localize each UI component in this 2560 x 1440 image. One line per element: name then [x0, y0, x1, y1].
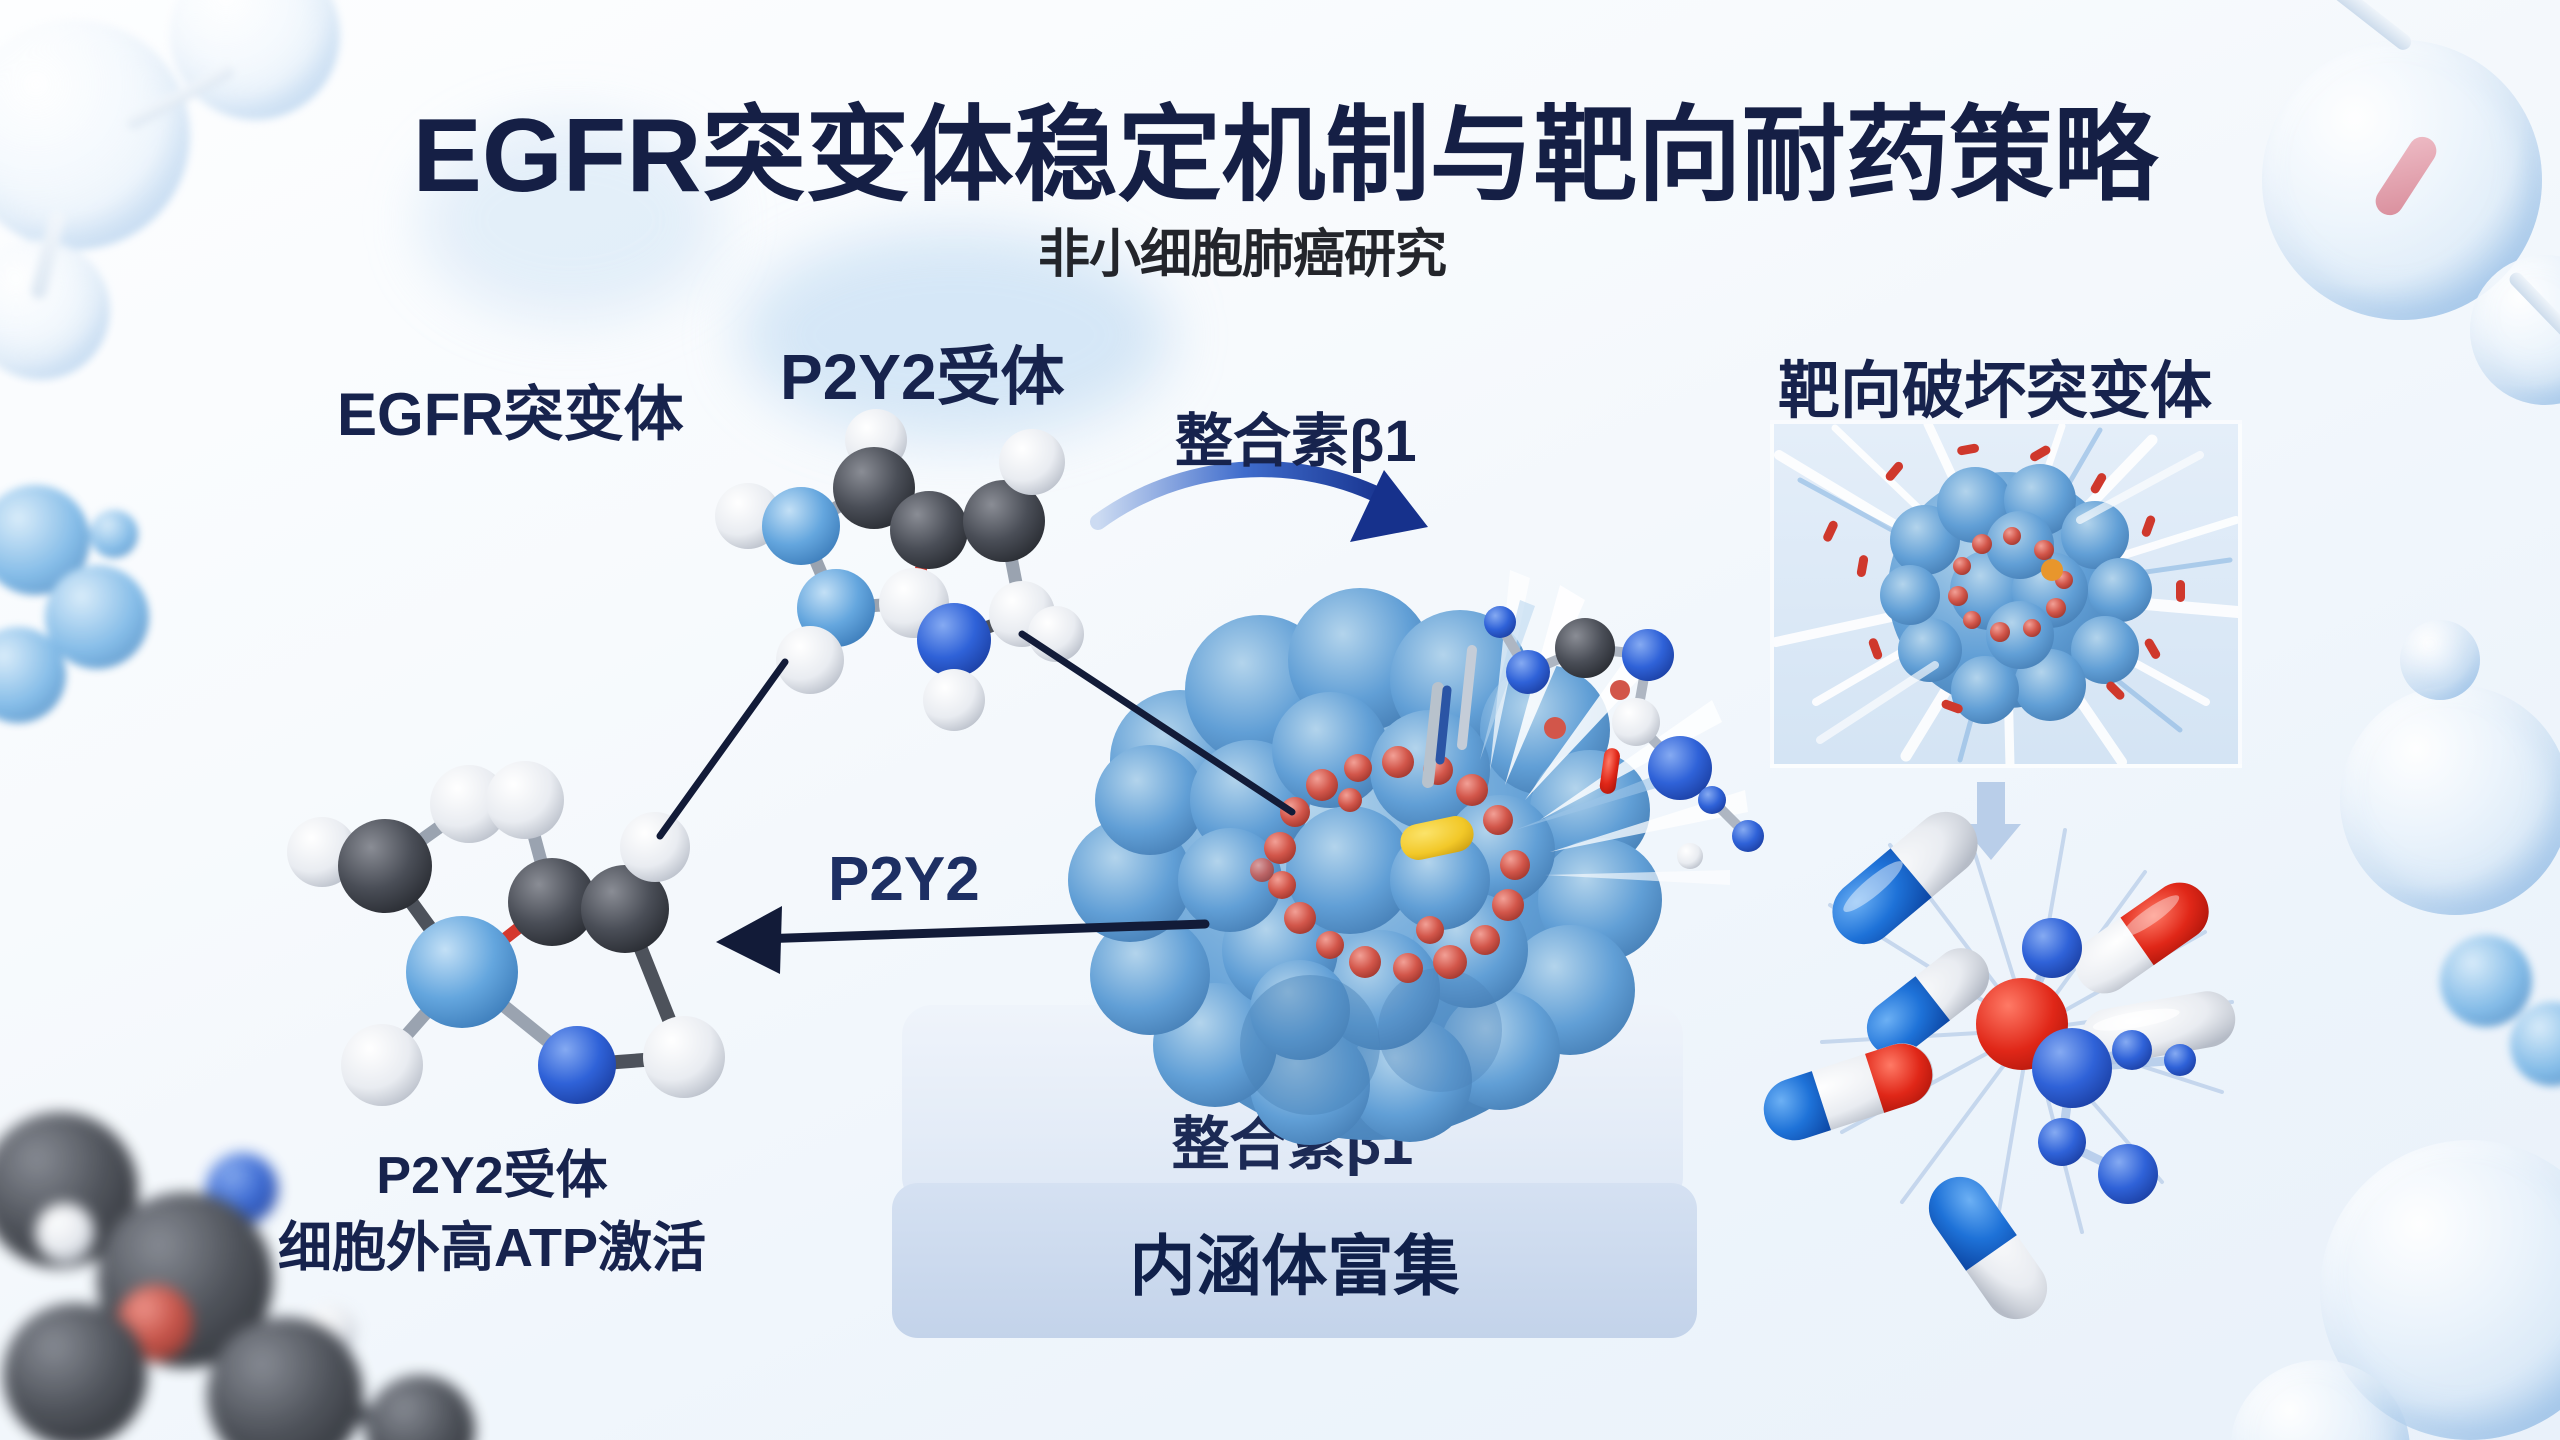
background-dark-molecule	[0, 1080, 520, 1440]
endosome-box: 内涵体富集	[892, 1183, 1697, 1338]
connector-lines	[656, 630, 1296, 840]
background-bubble	[2400, 620, 2480, 700]
label-integrin-arrow: 整合素β1	[1175, 409, 1417, 474]
background-blue-spheres	[2430, 930, 2560, 1100]
label-atp-activation: 细胞外高ATP激活	[278, 1218, 706, 1278]
endosome-box-label: 内涵体富集	[1129, 1228, 1460, 1303]
page-title: EGFR突变体稳定机制与靶向耐药策略	[412, 98, 2158, 214]
red-shards-icon	[1823, 443, 2185, 714]
background-bubble	[2340, 685, 2560, 915]
egfr-mutant-molecule-icon	[287, 761, 725, 1106]
ligand-red-ring-icon	[1250, 746, 1530, 983]
p2y2-pointer-arrow-icon	[716, 906, 1210, 974]
label-p2y2-arrow: P2Y2	[828, 845, 980, 914]
background-smudge	[740, 230, 1170, 440]
background-blue-spheres	[0, 455, 180, 725]
drug-capsules-icon	[1763, 811, 2236, 1320]
label-p2y2-receptor: P2Y2受体	[780, 341, 1065, 413]
label-egfr-mutant: EGFR突变体	[337, 381, 684, 448]
page-subtitle: 非小细胞肺癌研究	[1037, 226, 1447, 284]
p2y2-receptor-molecule-icon	[715, 409, 1084, 731]
label-target-destroy-mutant: 靶向破坏突变体	[1778, 357, 2213, 426]
background-glass-molecule	[0, 0, 420, 380]
egfr-protein-complex-icon	[1068, 570, 1764, 1145]
background-smudge	[420, 120, 720, 320]
integrin-curved-arrow-icon	[1090, 461, 1428, 542]
label-p2y2-receptor-bottom: P2Y2受体	[376, 1147, 608, 1205]
atp-molecule-icon	[1976, 918, 2196, 1204]
destroyed-mutant-icon	[1774, 424, 2238, 764]
fragment-molecule-icon	[1484, 606, 1764, 869]
yellow-drug-icon	[1400, 816, 1474, 860]
